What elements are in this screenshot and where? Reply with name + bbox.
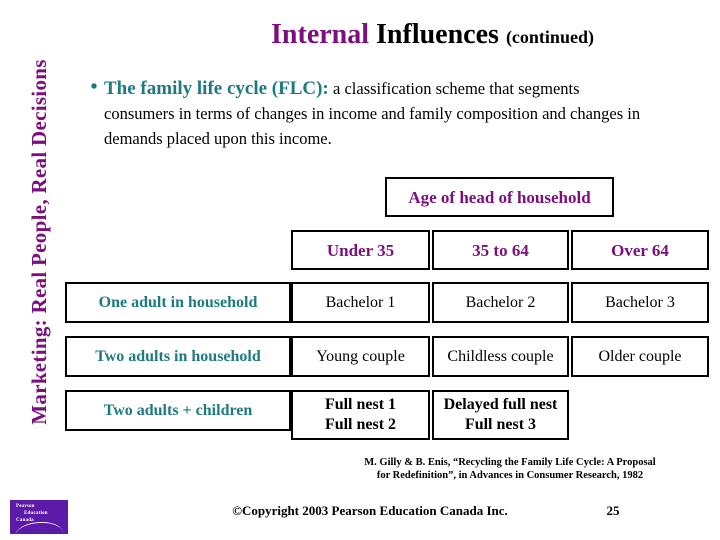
table-cell-r3c1: Full nest 1 Full nest 2	[291, 390, 430, 440]
sidebar-banner-text: Marketing: Real People, Real Decisions	[27, 59, 51, 425]
table-cell-r3c2-line2: Full nest 3	[464, 416, 537, 433]
table-cell-r3c1-line1: Full nest 1	[324, 396, 397, 413]
table-cell-r3c1-line2: Full nest 2	[324, 416, 397, 433]
source-citation-line-1: M. Gilly & B. Enis, “Recycling the Famil…	[364, 457, 656, 468]
source-citation-line-2: for Redefinition”, in Advances in Consum…	[376, 470, 644, 481]
logo-line-pearson: Pearson	[16, 504, 35, 509]
title-accent-word: Internal	[271, 19, 370, 50]
table-cell-r1c3: Bachelor 3	[571, 282, 709, 323]
table-cell-r2c1: Young couple	[291, 336, 430, 377]
page-title: Internal Influences (continued)	[160, 18, 705, 54]
table-column-header-35-to-64: 35 to 64	[432, 230, 569, 270]
sidebar-banner: Marketing: Real People, Real Decisions	[0, 0, 62, 540]
page-number: 25	[606, 503, 620, 518]
table-row-label-one-adult: One adult in household	[65, 282, 291, 323]
table-row-label-two-adults-children: Two adults + children	[65, 390, 291, 431]
copyright-notice: ©Copyright 2003 Pearson Education Canada…	[232, 503, 508, 518]
pearson-education-canada-logo: Pearson Education Canada	[10, 500, 68, 534]
logo-line-canada: Canada	[16, 518, 34, 523]
bullet-definition: a classification scheme that segments co…	[104, 79, 641, 148]
title-main-word: Influences	[376, 19, 499, 50]
bullet-item: • The family life cycle (FLC): a classif…	[84, 76, 644, 151]
bullet-block: • The family life cycle (FLC): a classif…	[84, 76, 644, 151]
source-citation: M. Gilly & B. Enis, “Recycling the Famil…	[330, 456, 690, 482]
logo-line-education: Education	[24, 511, 48, 516]
table-cell-r1c1: Bachelor 1	[291, 282, 430, 323]
table-cell-r3c2: Delayed full nest Full nest 3	[432, 390, 569, 440]
bullet-lead-term: The family life cycle (FLC):	[104, 78, 329, 99]
title-suffix: (continued)	[505, 27, 594, 47]
table-cell-r2c2: Childless couple	[432, 336, 569, 377]
table-super-header: Age of head of household	[385, 177, 614, 217]
table-cell-r2c3: Older couple	[571, 336, 709, 377]
table-cell-r3c2-line1: Delayed full nest	[443, 396, 558, 413]
table-column-header-over-64: Over 64	[571, 230, 709, 270]
table-column-header-under-35: Under 35	[291, 230, 430, 270]
table-cell-r1c2: Bachelor 2	[432, 282, 569, 323]
table-row-label-two-adults: Two adults in household	[65, 336, 291, 377]
bullet-dot-icon: •	[90, 76, 98, 98]
bullet-text: The family life cycle (FLC): a classific…	[104, 76, 644, 151]
